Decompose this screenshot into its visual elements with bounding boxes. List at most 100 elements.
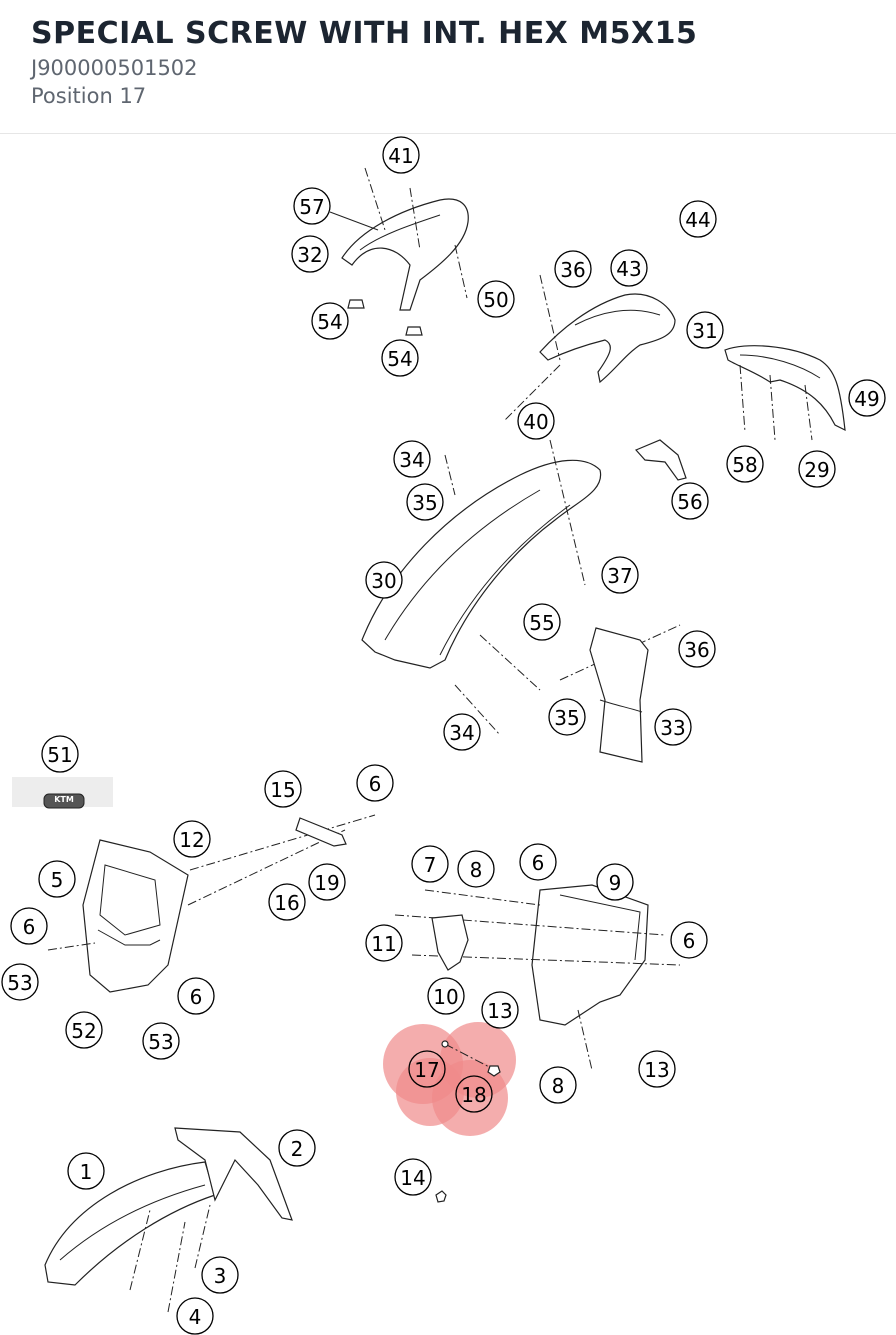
callout-number: 8 — [552, 1074, 565, 1098]
callout-30[interactable]: 30 — [365, 561, 403, 599]
callout-number: 13 — [487, 999, 512, 1023]
callout-number: 57 — [299, 195, 324, 219]
callout-number: 56 — [677, 490, 702, 514]
callout-circle — [278, 1129, 316, 1167]
callout-54[interactable]: 54 — [381, 339, 419, 377]
callout-15[interactable]: 15 — [264, 770, 302, 808]
callout-31[interactable]: 31 — [686, 311, 724, 349]
callout-2[interactable]: 2 — [278, 1129, 316, 1167]
callout-43[interactable]: 43 — [610, 249, 648, 287]
callout-44[interactable]: 44 — [679, 200, 717, 238]
callout-50[interactable]: 50 — [477, 280, 515, 318]
callout-19[interactable]: 19 — [308, 863, 346, 901]
callout-13[interactable]: 13 — [481, 991, 519, 1029]
callout-18[interactable]: 18 — [455, 1075, 493, 1113]
callout-circle — [38, 860, 76, 898]
callout-circle — [798, 450, 836, 488]
callout-circle — [293, 187, 331, 225]
callout-41[interactable]: 41 — [382, 136, 420, 174]
callout-7[interactable]: 7 — [411, 845, 449, 883]
callout-56[interactable]: 56 — [671, 482, 709, 520]
callout-37[interactable]: 37 — [601, 556, 639, 594]
callout-40[interactable]: 40 — [517, 402, 555, 440]
callout-number: 32 — [297, 243, 322, 267]
callout-circle — [67, 1152, 105, 1190]
part-grab-handle — [329, 167, 469, 336]
callout-circle — [173, 820, 211, 858]
callout-circle — [601, 556, 639, 594]
callout-number: 50 — [483, 288, 508, 312]
callout-35[interactable]: 35 — [406, 483, 444, 521]
callout-circle — [393, 440, 431, 478]
callout-number: 37 — [607, 564, 632, 588]
callout-number: 40 — [523, 410, 548, 434]
callout-circle — [408, 1050, 446, 1088]
callout-57[interactable]: 57 — [293, 187, 331, 225]
callout-6[interactable]: 6 — [356, 764, 394, 802]
callout-53[interactable]: 53 — [1, 963, 39, 1001]
callout-5[interactable]: 5 — [38, 860, 76, 898]
callout-36[interactable]: 36 — [554, 250, 592, 288]
part-rear-number-plate — [724, 345, 846, 441]
callout-34[interactable]: 34 — [443, 713, 481, 751]
part-headlight-housing — [394, 884, 681, 1071]
callout-17[interactable]: 17 — [408, 1050, 446, 1088]
callout-number: 31 — [692, 319, 717, 343]
callout-32[interactable]: 32 — [291, 235, 329, 273]
callout-4[interactable]: 4 — [176, 1297, 214, 1335]
callout-number: 34 — [449, 721, 474, 745]
part-rear-fender — [361, 439, 681, 736]
callout-6[interactable]: 6 — [10, 907, 48, 945]
callout-6[interactable]: 6 — [519, 843, 557, 881]
callout-circle — [548, 698, 586, 736]
callout-number: 34 — [399, 448, 424, 472]
callout-11[interactable]: 11 — [365, 924, 403, 962]
callout-10[interactable]: 10 — [427, 977, 465, 1015]
callout-number: 19 — [314, 871, 339, 895]
callout-number: 11 — [371, 932, 396, 956]
callout-13[interactable]: 13 — [638, 1050, 676, 1088]
callout-6[interactable]: 6 — [177, 977, 215, 1015]
callout-number: 14 — [400, 1166, 425, 1190]
callout-36[interactable]: 36 — [678, 630, 716, 668]
callout-number: 35 — [412, 491, 437, 515]
callout-circle — [406, 483, 444, 521]
callout-circle — [308, 863, 346, 901]
callout-8[interactable]: 8 — [539, 1066, 577, 1104]
callout-circle — [291, 235, 329, 273]
callout-54[interactable]: 54 — [311, 302, 349, 340]
callout-circle — [610, 249, 648, 287]
callout-3[interactable]: 3 — [201, 1256, 239, 1294]
callout-circle — [268, 883, 306, 921]
callout-number: 8 — [470, 858, 483, 882]
callout-14[interactable]: 14 — [394, 1158, 432, 1196]
callout-55[interactable]: 55 — [523, 603, 561, 641]
callout-circle — [519, 843, 557, 881]
callout-51[interactable]: 51 — [41, 735, 79, 773]
callout-number: 53 — [148, 1030, 173, 1054]
callout-number: 35 — [554, 706, 579, 730]
callout-circle — [365, 924, 403, 962]
callout-circle — [427, 977, 465, 1015]
callout-52[interactable]: 52 — [65, 1011, 103, 1049]
part-front-fender — [44, 1127, 293, 1313]
callout-number: 13 — [644, 1058, 669, 1082]
callout-35[interactable]: 35 — [548, 698, 586, 736]
callout-34[interactable]: 34 — [393, 440, 431, 478]
callout-1[interactable]: 1 — [67, 1152, 105, 1190]
callout-circle — [539, 1066, 577, 1104]
callout-circle — [517, 402, 555, 440]
callout-8[interactable]: 8 — [457, 850, 495, 888]
callout-29[interactable]: 29 — [798, 450, 836, 488]
callout-12[interactable]: 12 — [173, 820, 211, 858]
callout-9[interactable]: 9 — [596, 863, 634, 901]
callout-49[interactable]: 49 — [848, 379, 886, 417]
callout-33[interactable]: 33 — [654, 708, 692, 746]
callout-number: 15 — [270, 778, 295, 802]
callout-53[interactable]: 53 — [142, 1022, 180, 1060]
callout-16[interactable]: 16 — [268, 883, 306, 921]
callout-circle — [201, 1256, 239, 1294]
callout-58[interactable]: 58 — [726, 445, 764, 483]
callout-number: 9 — [609, 871, 622, 895]
callout-6[interactable]: 6 — [670, 921, 708, 959]
